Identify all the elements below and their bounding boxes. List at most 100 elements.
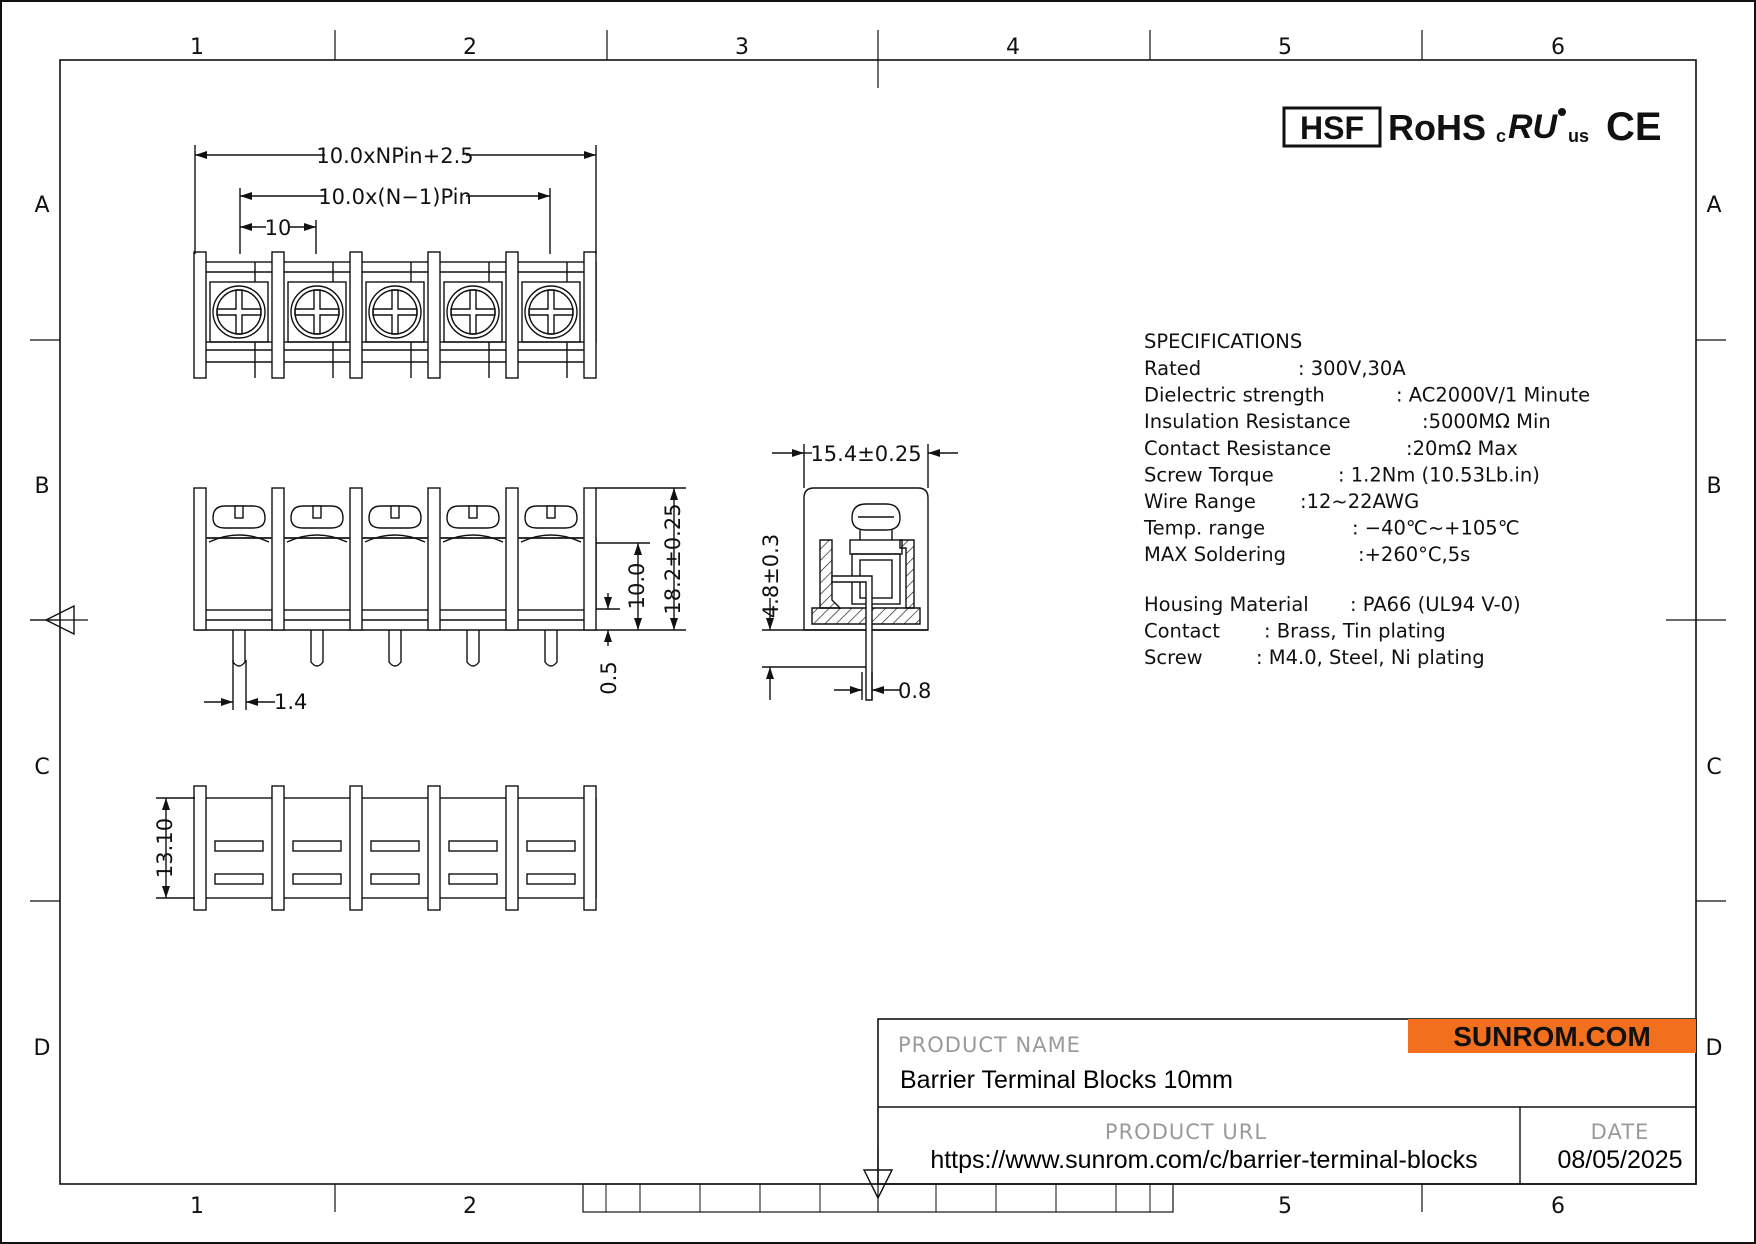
front-barrier [349, 487, 363, 631]
bottom-slot [214, 873, 264, 885]
front-housing [195, 537, 597, 611]
dim-body-height [596, 542, 650, 630]
screw-head-icon [290, 285, 344, 339]
grid-col-bottom-2: 2 [463, 1194, 477, 1219]
bottom-barrier [505, 785, 519, 911]
bottom-barrier [271, 785, 285, 911]
grid-row-left-d: D [34, 1036, 51, 1061]
dim-depth [772, 444, 958, 488]
material-label: Screw [1144, 646, 1203, 669]
grid-row-right-a: A [1706, 193, 1721, 218]
screw-head-icon [446, 285, 500, 339]
bottom-view: 13.10 [153, 785, 597, 911]
spec-value: : AC2000V/1 Minute [1396, 384, 1590, 407]
front-pin [544, 630, 558, 667]
date-value: 08/05/2025 [1557, 1146, 1682, 1174]
spec-label: Temp. range [1143, 517, 1265, 540]
bottom-slot [448, 840, 498, 852]
ul-suffix: us [1568, 126, 1589, 146]
top-barrier [583, 251, 597, 379]
front-view: 18.2±0.25 10.0 0.5 1.4 [193, 487, 686, 714]
certification-logos: HSF RoHS c RU us CE [1282, 105, 1662, 149]
dim-pitch-label: 10 [265, 216, 292, 240]
bottom-housing [195, 797, 597, 899]
title-block: SUNROM.COM PRODUCT NAME Barrier Terminal… [877, 1018, 1697, 1185]
front-barrier [271, 487, 285, 631]
bottom-barrier [427, 785, 441, 911]
top-terminal-cell [365, 281, 425, 343]
specifications-heading: SPECIFICATIONS [1144, 330, 1302, 353]
specifications-block: SPECIFICATIONS Rated: 300V,30ADielectric… [1143, 330, 1590, 669]
front-barrier [193, 487, 207, 631]
side-housing [803, 487, 929, 631]
front-barrier [427, 487, 441, 631]
dim-bottom-width-label: 13.10 [153, 818, 177, 878]
ul-mark-icon: RU [1508, 108, 1559, 146]
grid-row-left-c: C [34, 755, 49, 780]
spec-value: :+260°C,5s [1358, 543, 1470, 566]
front-pin [388, 630, 402, 667]
grid-col-top-2: 2 [463, 35, 477, 60]
material-label: Housing Material [1144, 593, 1309, 616]
date-label: DATE [1591, 1120, 1650, 1144]
screw-head-icon [212, 285, 266, 339]
spec-label: Wire Range [1144, 490, 1256, 513]
grid-row-right-b: B [1706, 474, 1721, 499]
grid-col-bottom-6: 6 [1551, 1194, 1565, 1219]
top-barrier [193, 251, 207, 379]
bottom-slot [370, 873, 420, 885]
material-value: : Brass, Tin plating [1264, 620, 1446, 643]
dim-depth-label: 15.4±0.25 [810, 442, 921, 466]
spec-label: MAX Soldering [1144, 543, 1286, 566]
grid-col-top-5: 5 [1278, 35, 1292, 60]
product-name: Barrier Terminal Blocks 10mm [900, 1066, 1233, 1094]
grid-row-left-b: B [34, 474, 49, 499]
dim-body-height-label: 10.0 [625, 563, 649, 610]
dim-pin-thickness-label: 0.8 [898, 679, 931, 703]
hsf-logo: HSF [1300, 110, 1364, 146]
top-barrier [505, 251, 519, 379]
top-barrier [271, 251, 285, 379]
dim-pin-span [239, 188, 551, 254]
bottom-slot [214, 840, 264, 852]
side-screw-icon [851, 503, 901, 531]
dim-pin-span-label: 10.0x(N−1)Pin [318, 185, 472, 209]
grid-column-labels-top: 1 2 3 4 5 6 [190, 35, 1565, 60]
side-view: 15.4±0.25 4.8±0.3 0.8 [759, 442, 958, 703]
grid-column-labels-bottom: 1 2 5 6 [190, 1194, 1565, 1219]
spec-label: Dielectric strength [1144, 384, 1325, 407]
product-url-label: PRODUCT URL [1105, 1120, 1267, 1144]
material-label: Contact [1144, 620, 1220, 643]
front-barrier [583, 487, 597, 631]
top-barrier [427, 251, 441, 379]
dim-standoff-label: 0.5 [597, 661, 621, 694]
front-screw-icon [446, 505, 500, 529]
material-value: : PA66 (UL94 V-0) [1350, 593, 1521, 616]
spec-value: : 300V,30A [1298, 357, 1406, 380]
dim-standoff [596, 593, 620, 646]
spec-value: :20mΩ Max [1406, 437, 1518, 460]
bottom-slot [292, 873, 342, 885]
bottom-slot [370, 840, 420, 852]
bottom-slot [526, 873, 576, 885]
grid-col-top-6: 6 [1551, 35, 1565, 60]
ul-prefix: c [1496, 126, 1506, 146]
bottom-slot [526, 840, 576, 852]
product-url-link[interactable]: https://www.sunrom.com/c/barrier-termina… [930, 1146, 1477, 1174]
bottom-barrier [349, 785, 363, 911]
cross-slot-icon [372, 289, 418, 335]
grid-col-bottom-5: 5 [1278, 1194, 1292, 1219]
front-screw-icon [290, 505, 344, 529]
front-screw-icon [212, 505, 266, 529]
top-terminal-cell [443, 281, 503, 343]
screw-head-icon [368, 285, 422, 339]
screw-head-icon [524, 285, 578, 339]
bottom-slot [448, 873, 498, 885]
front-pin [310, 630, 324, 667]
cross-slot-icon [528, 289, 574, 335]
dim-pin-width [204, 660, 275, 710]
dim-overall-length [194, 145, 597, 254]
product-name-label: PRODUCT NAME [898, 1033, 1081, 1057]
grid-col-top-4: 4 [1006, 35, 1020, 60]
top-terminal-cell [521, 281, 581, 343]
